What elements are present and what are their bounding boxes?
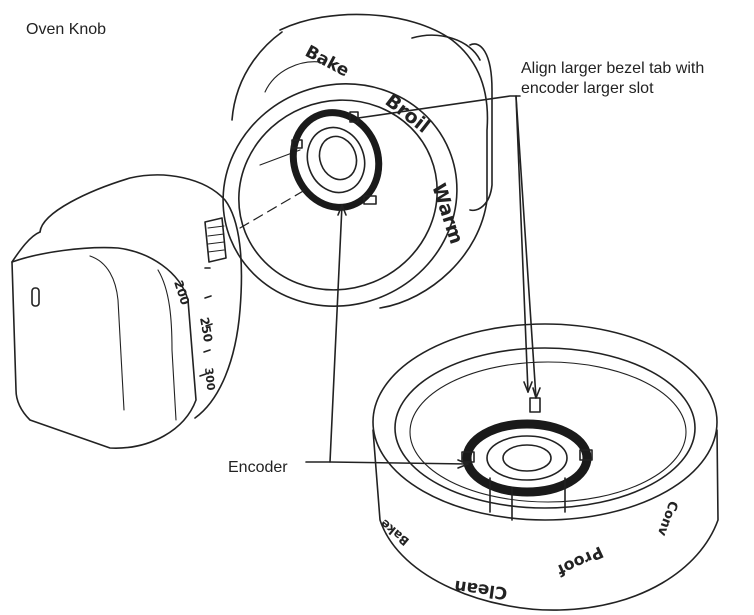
knob-shaft-teeth xyxy=(207,225,225,253)
upper-bezel-inner-shadow xyxy=(264,61,321,93)
knob-tick-4 xyxy=(203,349,211,353)
bezel-label-bake: Bake xyxy=(302,42,353,82)
lower-encoder-ring xyxy=(462,419,592,497)
encoder-leader-arrowhead-right xyxy=(457,459,469,469)
knob-grip-front xyxy=(11,246,197,449)
knob-shaft-gear xyxy=(204,217,227,263)
bezel-label-left: Bake xyxy=(378,516,412,548)
upper-encoder-hub-inner xyxy=(318,135,358,181)
encoder-leader-right xyxy=(329,461,469,465)
knob-tick-2 xyxy=(204,295,212,299)
lower-encoder-tab-right xyxy=(579,449,593,461)
knob-grip-top-edge xyxy=(11,231,41,263)
oven-knob xyxy=(11,174,243,449)
knob-indicator-mark xyxy=(31,287,40,307)
bezel-label-proof: Proof xyxy=(553,542,606,580)
bezel-label-conv: Conv xyxy=(654,499,681,539)
encoder-callout-label: Encoder xyxy=(228,459,288,476)
upper-encoder-tab-left xyxy=(291,139,303,149)
knob-scale-300: 300 xyxy=(202,367,217,392)
align-leader-arrowhead xyxy=(523,381,533,393)
lower-encoder-hub-outer xyxy=(486,435,568,481)
lower-bezel-inner-rim xyxy=(394,347,696,509)
encoder-callout-leaders xyxy=(305,204,469,465)
upper-bezel-outer-rim xyxy=(222,83,458,307)
upper-encoder-ring xyxy=(289,109,383,211)
upper-bezel-rear-rim xyxy=(469,43,493,212)
upper-bezel-inner-rim xyxy=(238,99,438,291)
align-callout-line-1: Align larger bezel tab with xyxy=(521,60,705,77)
upper-encoder xyxy=(289,109,383,211)
knob-grip-side-edge xyxy=(157,269,177,421)
align-leader-line xyxy=(357,95,529,393)
lower-encoder-tab-left xyxy=(461,451,475,463)
bezel-label-warm: Warm xyxy=(427,181,467,247)
lower-encoder-hub-inner xyxy=(502,444,552,472)
lower-bezel-outer-rim xyxy=(372,323,718,521)
lower-bezel-tab xyxy=(529,397,541,413)
encoder-leader-arrowhead-up xyxy=(337,204,347,216)
lower-bezel-side xyxy=(372,429,719,611)
lower-bezel-inner-wall xyxy=(409,361,687,503)
upper-encoder-slot xyxy=(349,111,359,123)
upper-encoder-tab-right xyxy=(363,195,377,205)
align-callout-leaders xyxy=(357,95,537,399)
bezel-label-clean: Clean xyxy=(453,576,509,603)
align-callout-label: Align larger bezel tab with encoder larg… xyxy=(521,59,704,99)
diagram-title: Oven Knob xyxy=(26,21,107,38)
upper-encoder-hub-outer xyxy=(306,126,366,194)
shaft-alignment-line xyxy=(239,189,306,229)
knob-tick-3 xyxy=(205,323,213,327)
lower-encoder-legs xyxy=(489,477,566,521)
align-leader-line-2 xyxy=(515,95,537,399)
align-leader-arrowhead-2 xyxy=(532,387,541,399)
knob-scale-250: 250 xyxy=(197,316,215,343)
lower-bezel xyxy=(372,323,719,611)
knob-grip-crease xyxy=(89,255,125,411)
lower-encoder xyxy=(461,419,593,521)
upper-bezel-left-edge xyxy=(231,31,283,121)
encoder-leader-up xyxy=(305,204,343,463)
knob-tick-5 xyxy=(199,373,207,377)
upper-bezel-outer-side xyxy=(279,13,489,309)
knob-scale-200: 200 xyxy=(171,279,192,307)
align-callout-line-2: encoder larger slot xyxy=(521,80,654,97)
upper-bezel-rear-top xyxy=(411,34,481,61)
upper-bezel xyxy=(222,13,493,309)
knob-back-cylinder xyxy=(39,174,243,419)
